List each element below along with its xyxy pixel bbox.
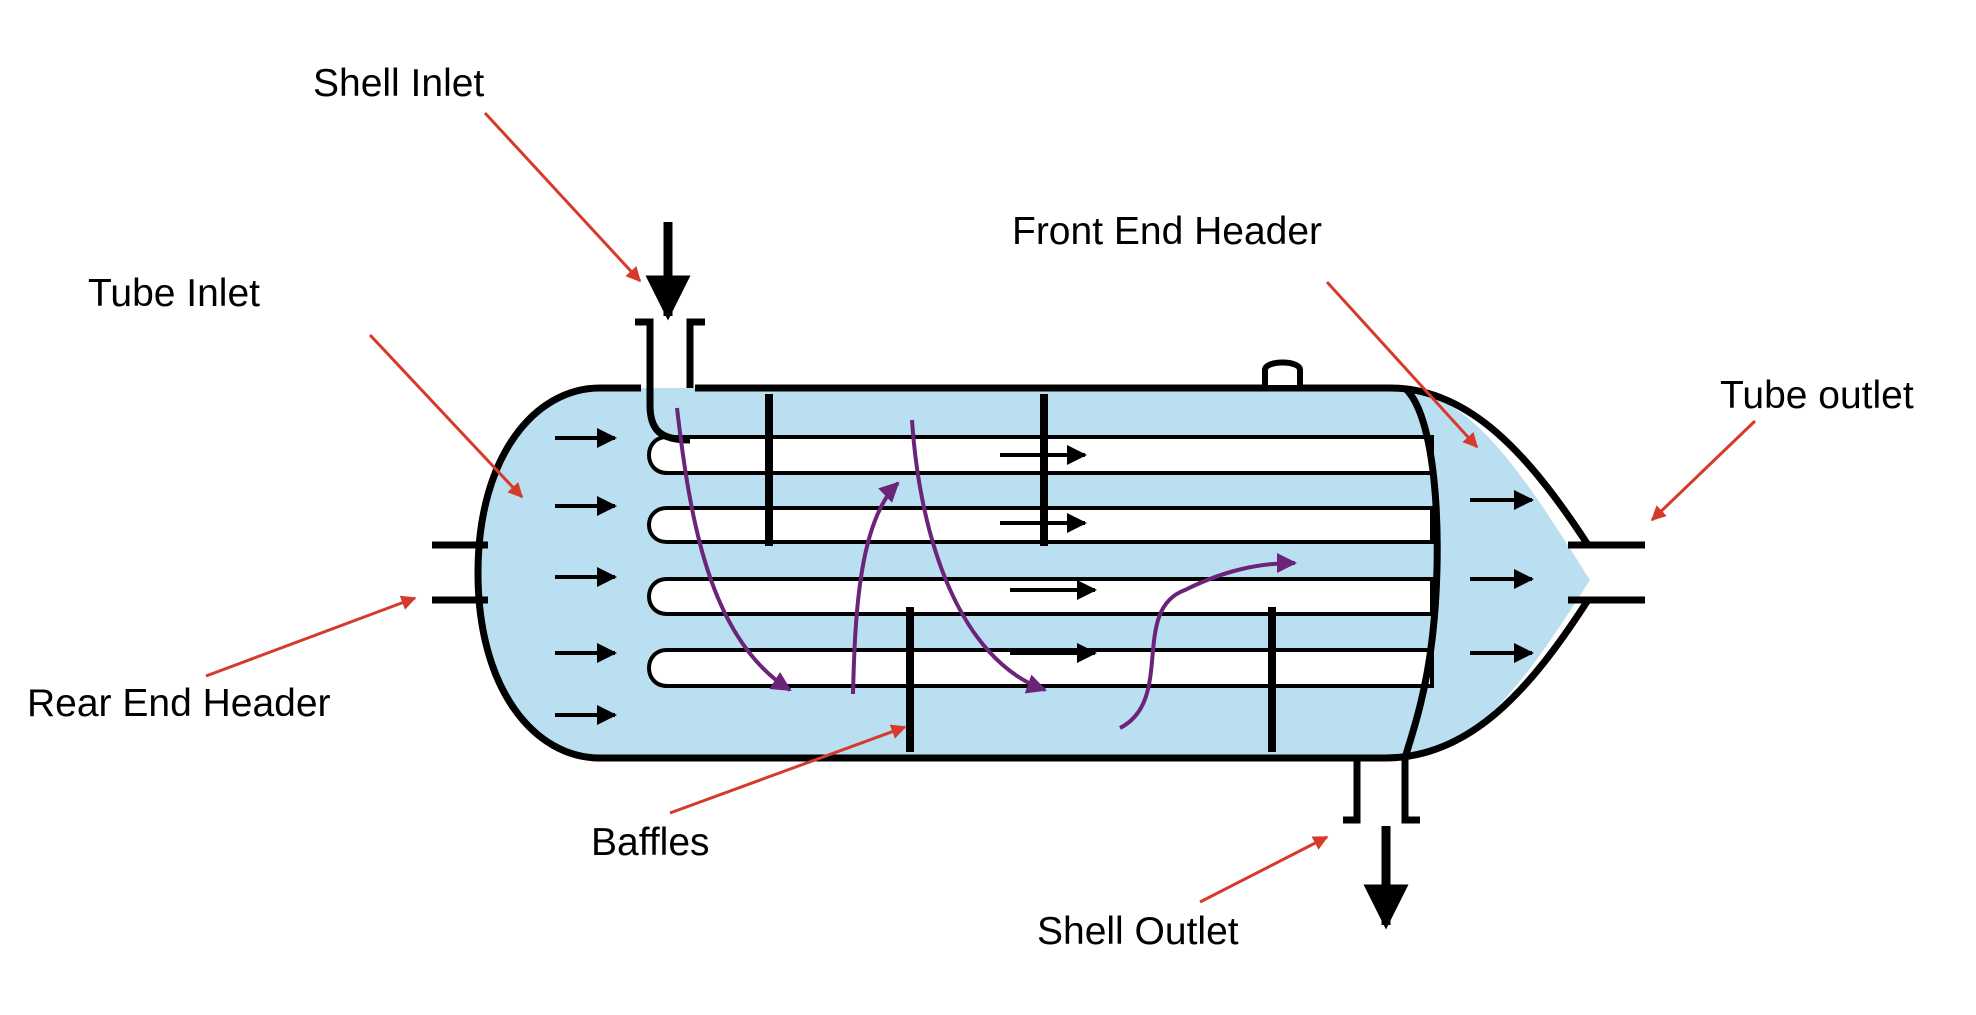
shell-inlet-label: Shell Inlet bbox=[313, 62, 485, 105]
baffles-group bbox=[765, 394, 1276, 752]
shell-body-lower-left bbox=[474, 384, 1591, 762]
shell-flow-path bbox=[851, 481, 900, 695]
tube-flow-arrows bbox=[555, 428, 1534, 725]
tube-3 bbox=[647, 577, 1434, 616]
front-end-header-pointer bbox=[1325, 280, 1479, 449]
label-pointers bbox=[205, 111, 1757, 904]
shell-flow-path bbox=[675, 407, 792, 692]
shell-inlet-pointer bbox=[483, 111, 642, 283]
tube-outlet-pointer bbox=[1650, 419, 1757, 522]
shell-outlet-nozzle bbox=[1343, 758, 1420, 824]
vent-fitting bbox=[1262, 359, 1303, 391]
front-end-header-label: Front End Header bbox=[1012, 210, 1323, 253]
tube-outlet-label: Tube outlet bbox=[1720, 374, 1914, 417]
tube-4 bbox=[647, 648, 1434, 688]
tubesheet-curve bbox=[1401, 385, 1441, 759]
shell-flow-path bbox=[1119, 553, 1297, 730]
shell-outline bbox=[432, 384, 1645, 762]
shell-outlet-label: Shell Outlet bbox=[1037, 910, 1239, 953]
rear-end-header-label: Rear End Header bbox=[27, 682, 331, 725]
tube-inlet-label: Tube Inlet bbox=[88, 272, 260, 315]
baffles-pointer bbox=[669, 724, 907, 815]
rear-end-header-pointer bbox=[205, 595, 417, 678]
shell-outlet-pointer bbox=[1199, 835, 1329, 904]
baffles-label: Baffles bbox=[591, 821, 710, 864]
shell-flow-path bbox=[910, 419, 1047, 694]
tube-inlet-pointer bbox=[368, 333, 524, 499]
shell-flow-paths bbox=[675, 407, 1297, 730]
shell-flow-arrows bbox=[645, 222, 1409, 930]
